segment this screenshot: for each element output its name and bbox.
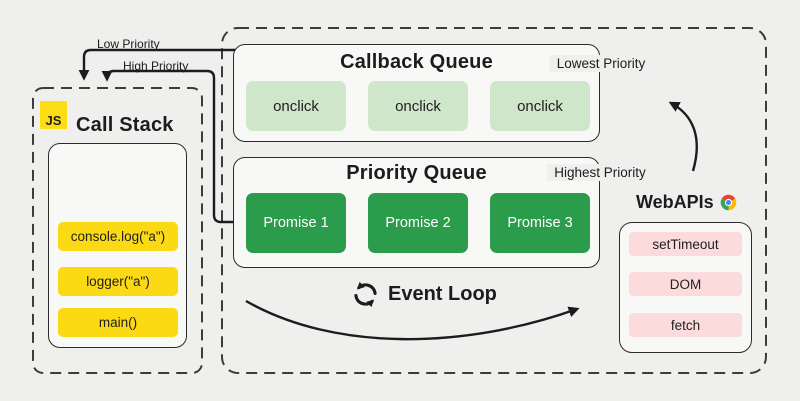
stack-frame: logger("a") (58, 267, 178, 296)
priority-task: Promise 2 (368, 193, 468, 253)
event-loop-group: Event Loop (352, 281, 497, 308)
refresh-loop-icon (354, 281, 377, 308)
callback-task: onclick (246, 81, 346, 131)
stack-frame: console.log("a") (58, 222, 178, 251)
call-stack-title: Call Stack (76, 114, 174, 136)
webapi-item: DOM (629, 272, 742, 296)
stack-frame: main() (58, 308, 178, 337)
callback-task: onclick (368, 81, 468, 131)
priority-queue-title: Priority Queue (346, 162, 487, 184)
priority-task: Promise 3 (490, 193, 590, 253)
lowest-priority-note: Lowest Priority (549, 55, 653, 72)
high-priority-label: High Priority (123, 59, 189, 73)
low-priority-label: Low Priority (97, 37, 160, 51)
chrome-icon (720, 194, 736, 211)
webapi-item: setTimeout (629, 232, 742, 256)
webapis-header: WebAPIs (636, 192, 737, 213)
event-loop-label: Event Loop (388, 283, 497, 305)
webapi-item: fetch (629, 313, 742, 337)
highest-priority-note: Highest Priority (547, 164, 653, 181)
callback-task: onclick (490, 81, 590, 131)
webapis-title: WebAPIs (636, 192, 714, 212)
callback-queue-title: Callback Queue (340, 51, 493, 73)
js-logo: JS (40, 101, 67, 129)
webapis-to-callback-arrow (668, 101, 698, 172)
priority-task: Promise 1 (246, 193, 346, 253)
